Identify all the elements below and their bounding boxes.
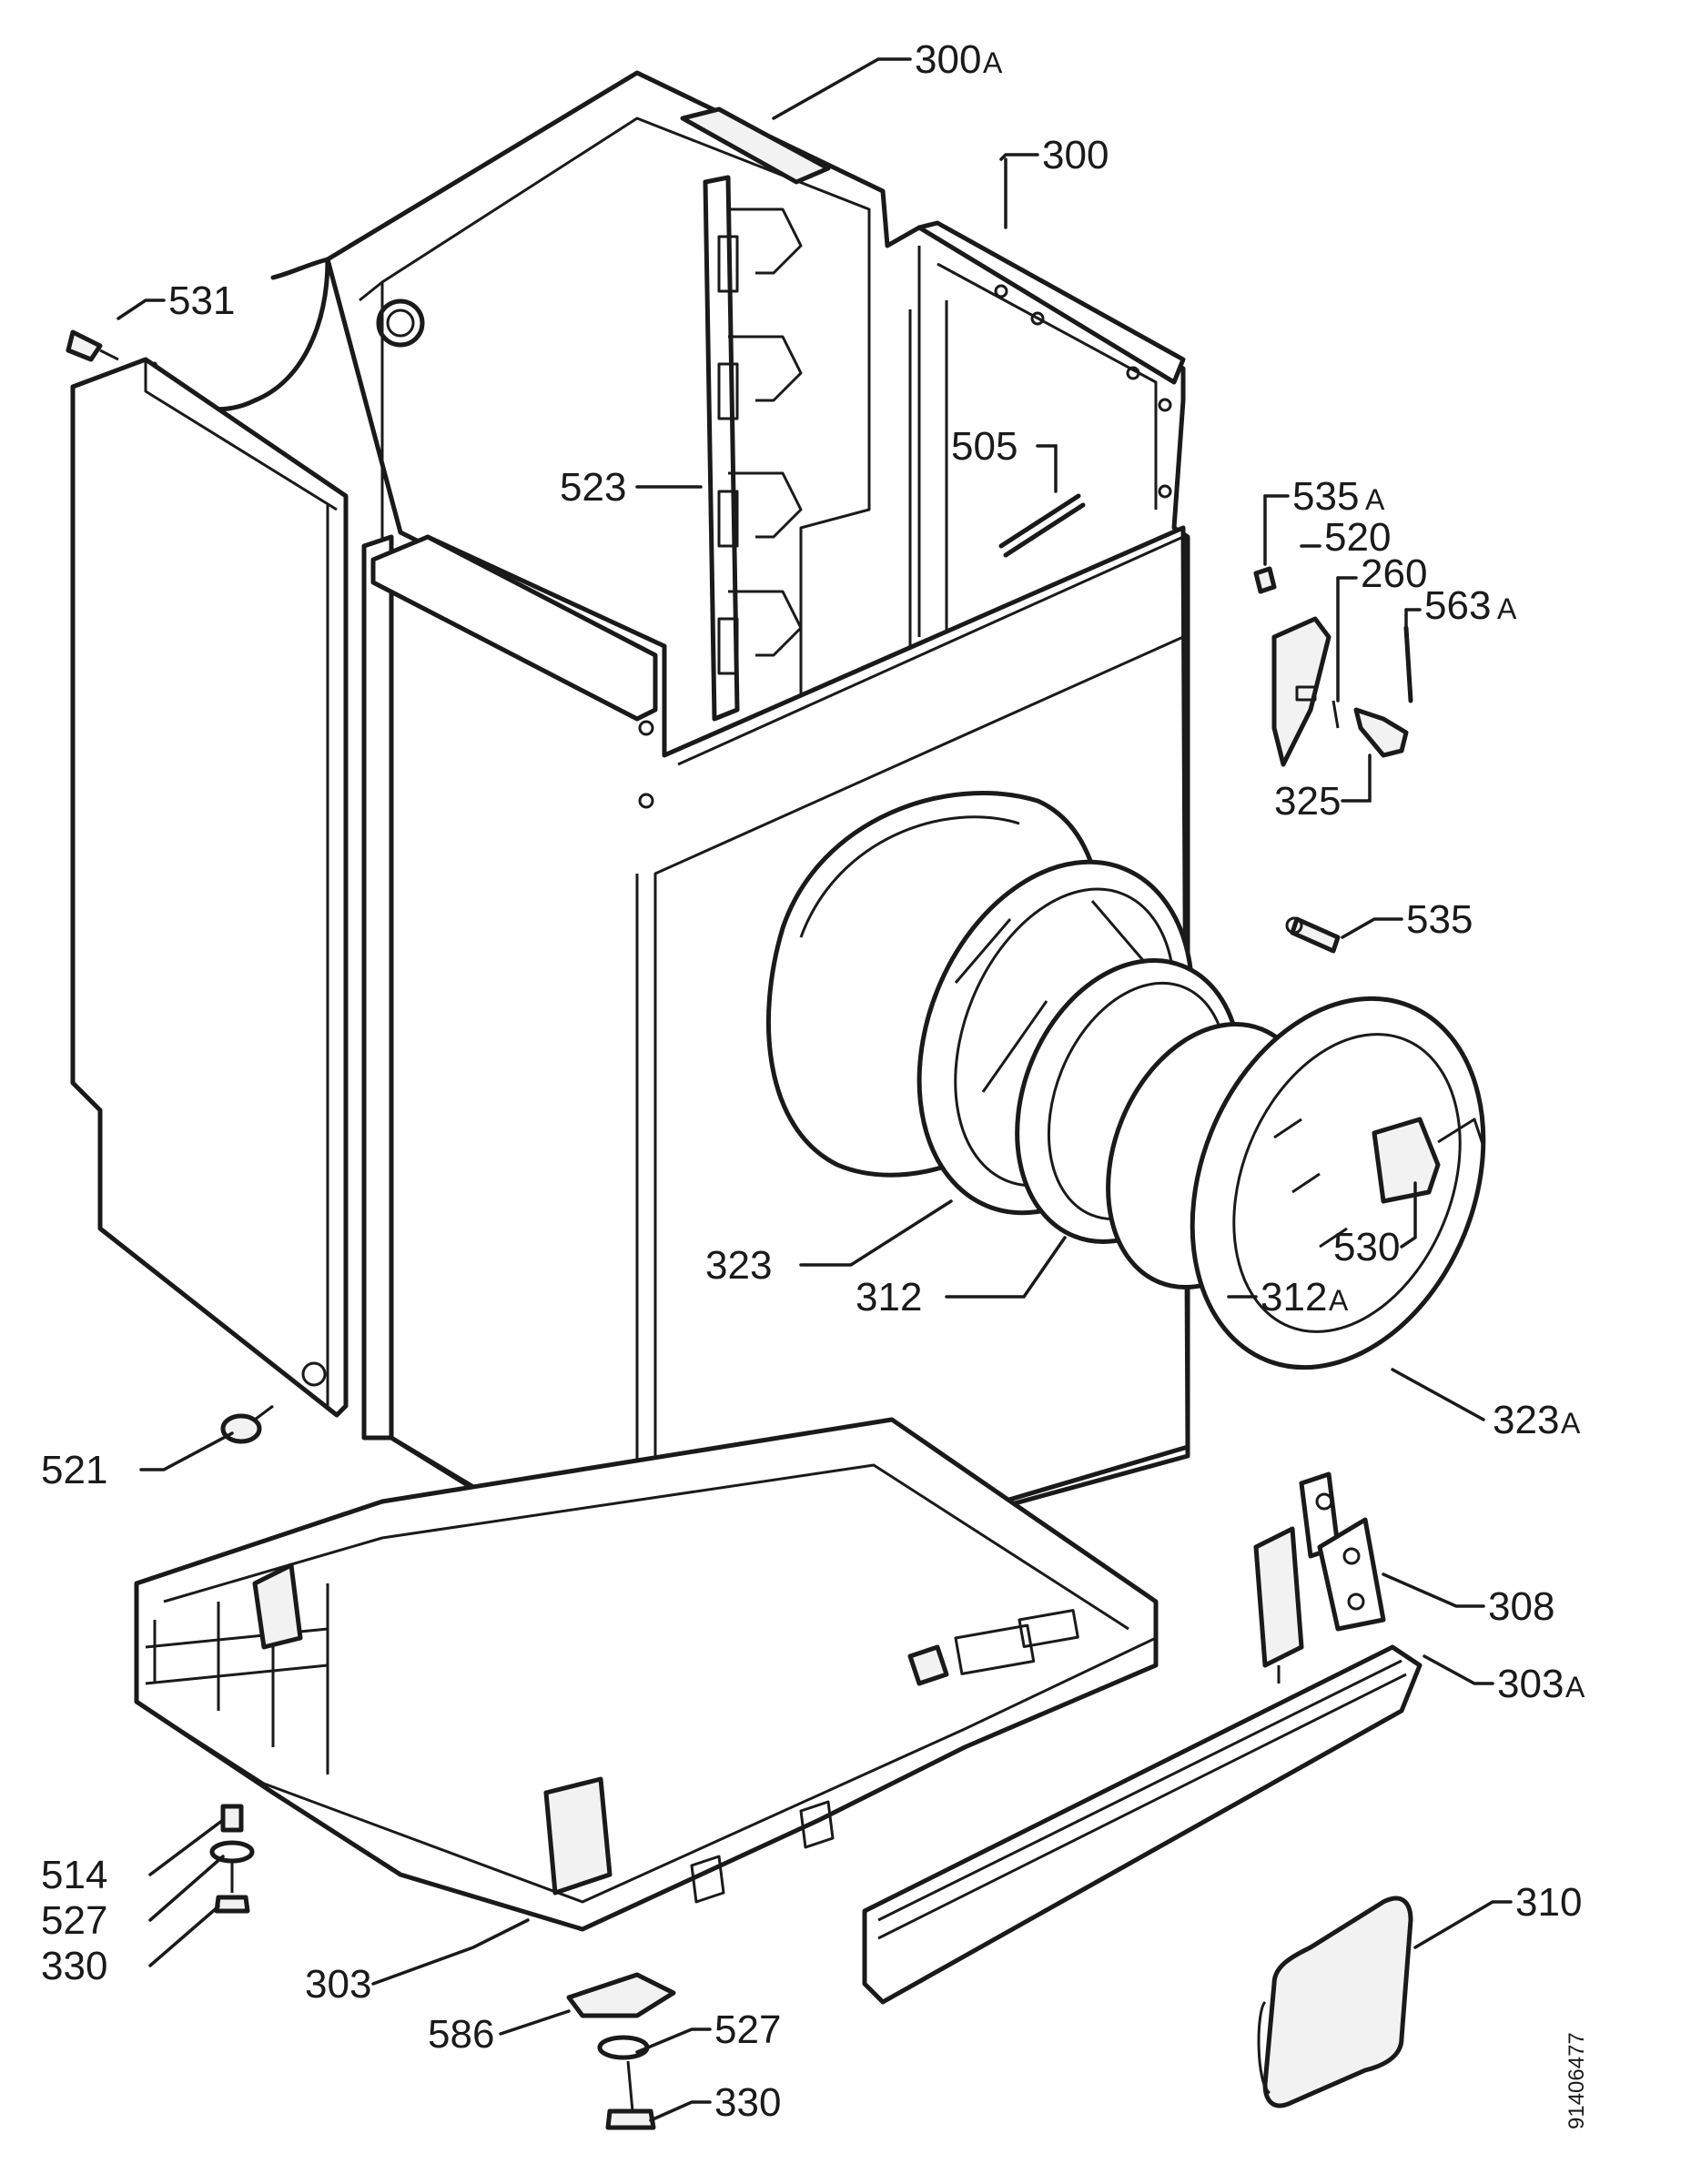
callout-303A-number: 303 xyxy=(1497,1662,1564,1706)
callout-303A-suffix: A xyxy=(1565,1671,1585,1704)
callout-312-number: 312 xyxy=(856,1275,922,1320)
hinge-308 xyxy=(1253,1471,1386,1684)
callout-505-number: 505 xyxy=(951,424,1018,469)
callout-303-number: 303 xyxy=(305,1962,371,2007)
flap-310 xyxy=(1257,1896,1413,2108)
callout-530-number: 530 xyxy=(1333,1225,1400,1269)
callout-300A-number: 300 xyxy=(915,37,981,82)
callout-527-bottom-number: 527 xyxy=(714,2007,781,2052)
screw-531 xyxy=(66,329,119,362)
callout-325-number: 325 xyxy=(1274,779,1341,824)
callout-330-left-number: 330 xyxy=(41,1944,107,1988)
door-assembly xyxy=(916,859,1486,1370)
screw-521 xyxy=(220,1404,274,1444)
kick-plate-303A xyxy=(862,1644,1423,2005)
callout-521-number: 521 xyxy=(41,1448,107,1492)
callout-323A-suffix: A xyxy=(1561,1407,1581,1440)
callout-260-number: 260 xyxy=(1361,551,1427,596)
callout-535A-number: 535 xyxy=(1292,474,1359,519)
callout-312A-suffix: A xyxy=(1329,1284,1349,1317)
callout-514-number: 514 xyxy=(41,1853,107,1897)
callout-523-number: 523 xyxy=(560,465,626,510)
document-number: 91406477 xyxy=(1564,2032,1589,2129)
callout-586-number: 586 xyxy=(428,2012,494,2057)
lock-assembly xyxy=(1253,566,1413,767)
callout-300-number: 300 xyxy=(1042,133,1109,177)
base-frame xyxy=(134,1417,1159,1932)
callout-563A-suffix: A xyxy=(1497,592,1517,625)
callout-300A-suffix: A xyxy=(983,46,1003,79)
foot-bottom xyxy=(566,1972,676,2130)
leader-lines xyxy=(116,57,1513,2122)
callout-563A-number: 563 xyxy=(1424,583,1491,628)
pin-535 xyxy=(1285,916,1341,954)
pin-505 xyxy=(998,493,1086,558)
callout-308-number: 308 xyxy=(1488,1584,1554,1629)
callout-330-bottom-number: 330 xyxy=(714,2080,781,2125)
callout-312A-number: 312 xyxy=(1261,1275,1327,1320)
callout-323-number: 323 xyxy=(705,1243,772,1288)
callout-535A-suffix: A xyxy=(1365,483,1385,516)
side-panel-left xyxy=(70,357,658,1441)
callout-310-number: 310 xyxy=(1515,1880,1582,1925)
callout-323A-number: 323 xyxy=(1493,1398,1559,1442)
rail-bracket xyxy=(703,175,803,722)
callout-531-number: 531 xyxy=(168,278,235,323)
callout-535-number: 535 xyxy=(1406,897,1473,942)
callout-520-number: 520 xyxy=(1324,515,1391,560)
callout-labels: 300 A 300 531 505 523 535 A 520 260 563 … xyxy=(41,37,1589,2129)
callout-527-left-number: 527 xyxy=(41,1898,107,1943)
